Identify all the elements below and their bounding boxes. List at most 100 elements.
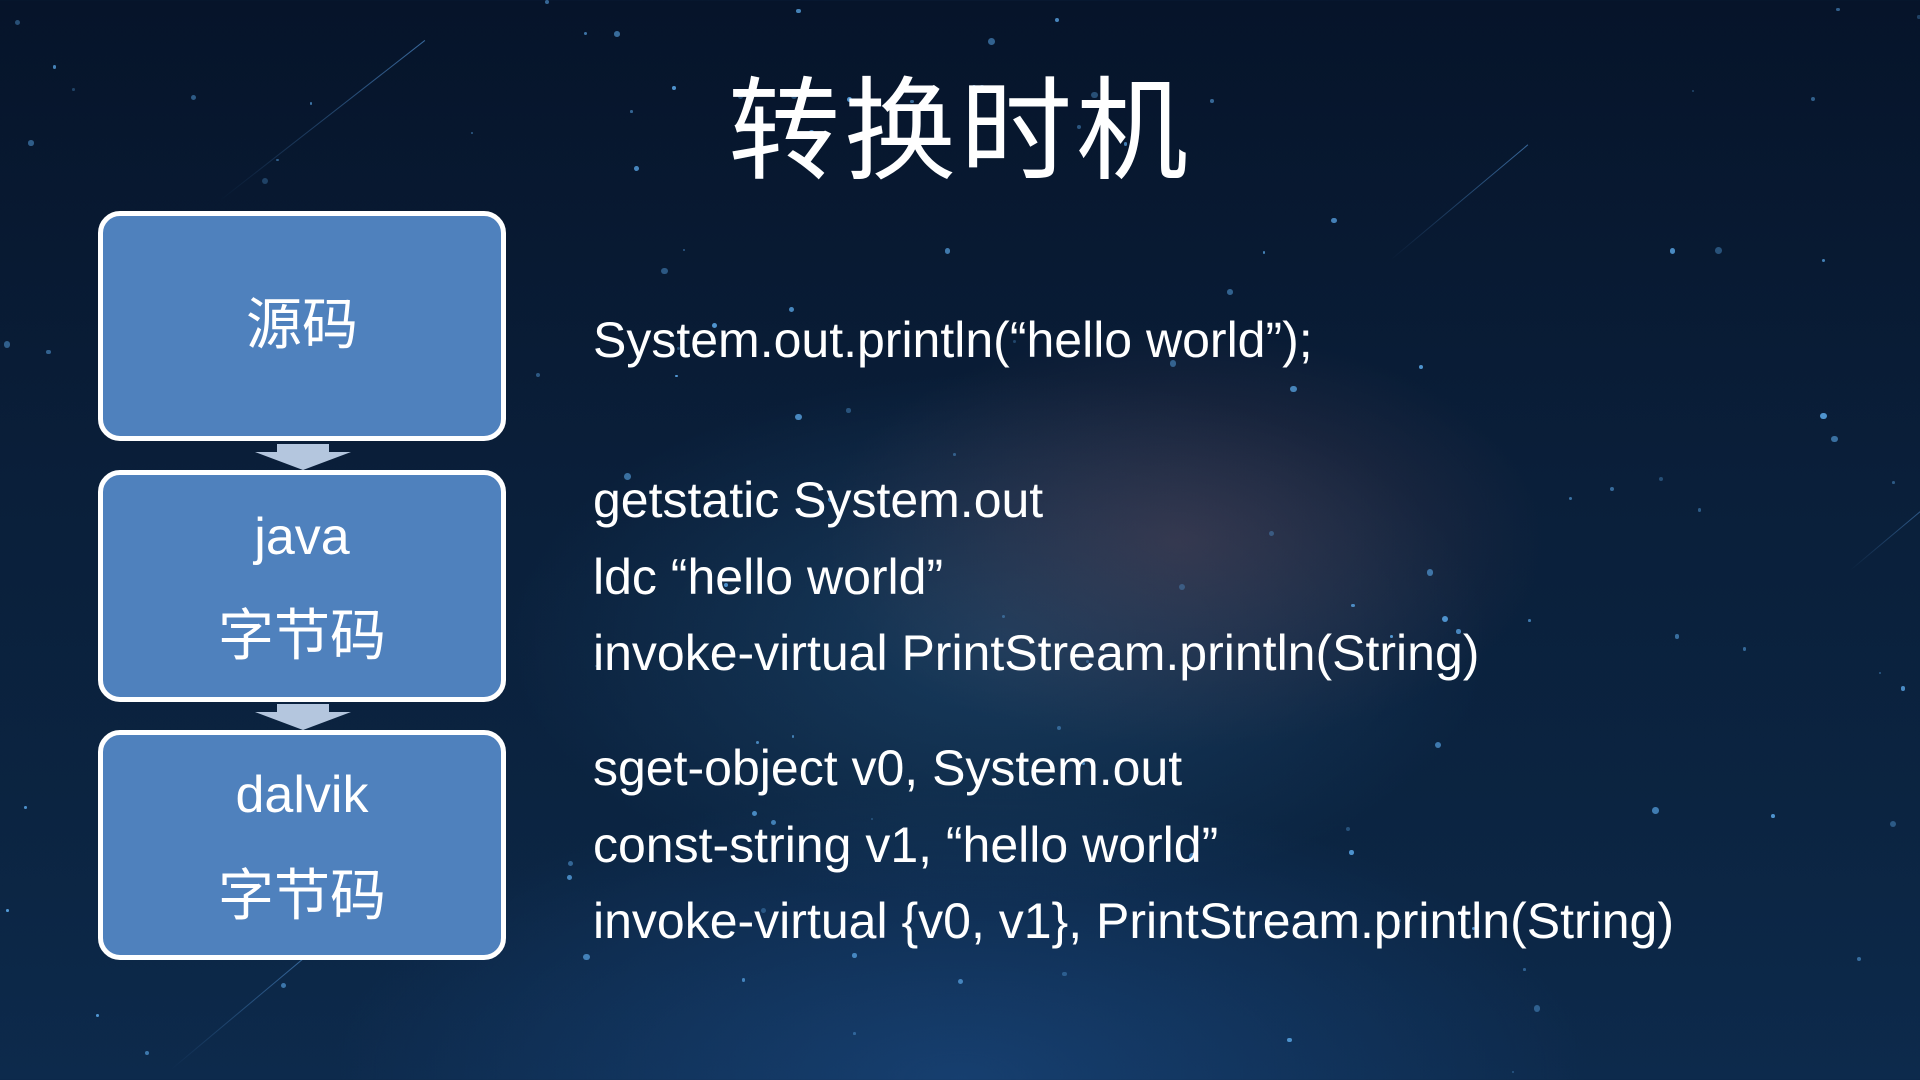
down-arrow-icon <box>255 704 351 730</box>
star-dot <box>1056 725 1061 730</box>
star-dot <box>71 88 75 92</box>
stage-label: java <box>254 508 350 566</box>
star-dot <box>846 408 851 413</box>
star-dot <box>1002 614 1006 619</box>
star-dot <box>46 349 52 355</box>
star-dot <box>310 102 313 105</box>
star-dot <box>568 860 574 867</box>
star-dot <box>1651 807 1659 814</box>
star-dot <box>1820 412 1827 420</box>
star-dot <box>1742 647 1747 651</box>
stage-box-dalvik-bytecode: dalvik 字节码 <box>98 730 506 960</box>
star-dot <box>1522 967 1526 971</box>
star-dot <box>1062 972 1067 977</box>
stage-label: dalvik <box>235 766 369 824</box>
star-dot <box>544 0 549 4</box>
star-dot <box>809 129 815 135</box>
star-dot <box>1268 530 1274 536</box>
star-dot <box>1088 133 1094 139</box>
star-dot <box>630 110 633 113</box>
star-dot <box>1169 360 1177 368</box>
star-dot <box>1691 89 1695 92</box>
star-dot <box>1471 927 1476 931</box>
star-dot <box>791 735 794 738</box>
code-line: invoke-virtual PrintStream.println(Strin… <box>593 625 1480 681</box>
star-dot <box>52 65 57 70</box>
star-dot <box>870 817 874 821</box>
star-dot <box>1715 247 1723 255</box>
star-dot <box>190 95 196 101</box>
star-dot <box>791 93 798 99</box>
stage-box-source: 源码 <box>98 211 506 441</box>
star-dot <box>828 497 834 503</box>
star-dot <box>788 307 794 313</box>
star-dot <box>24 806 28 809</box>
star-dot <box>1330 217 1337 224</box>
star-dot <box>1441 615 1449 622</box>
star-dot <box>979 84 984 89</box>
star-dot <box>795 414 802 421</box>
star-dot <box>582 953 590 961</box>
star-dot <box>1831 435 1838 443</box>
down-arrow-icon <box>255 444 351 470</box>
star-dot <box>1290 385 1297 393</box>
star-dot <box>741 978 746 982</box>
star-dot <box>276 158 279 162</box>
star-dot <box>1917 15 1920 19</box>
star-dot <box>1856 956 1862 962</box>
star-dot <box>1091 91 1098 99</box>
star-dot <box>1389 635 1393 639</box>
star-dot <box>944 248 951 254</box>
star-dot <box>1082 762 1085 765</box>
star-dot <box>737 94 743 100</box>
code-line: sget-object v0, System.out <box>593 740 1183 796</box>
star-dot <box>96 1014 99 1018</box>
code-line: ldc “hello world” <box>593 549 944 605</box>
star-dot <box>623 473 631 481</box>
star-dot <box>771 819 777 825</box>
star-dot <box>634 165 640 171</box>
star-dot <box>535 372 541 378</box>
star-dot <box>1188 853 1196 860</box>
star-dot <box>846 96 852 102</box>
star-dot <box>471 131 474 134</box>
star-dot <box>751 810 757 816</box>
star-dot <box>761 908 767 914</box>
star-dot <box>1085 659 1090 663</box>
star-dot <box>567 874 572 880</box>
star-dot <box>594 664 597 667</box>
code-line: System.out.println(“hello world”); <box>593 312 1313 368</box>
shooting-star <box>169 941 324 1071</box>
code-line: getstatic System.out <box>593 472 1044 528</box>
star-dot <box>1890 821 1897 828</box>
slide-title: 转换时机 <box>728 67 1192 197</box>
star-dot <box>1771 814 1775 819</box>
star-dot <box>972 84 977 90</box>
star-dot <box>1345 827 1350 832</box>
shooting-star <box>1849 492 1920 571</box>
star-dot <box>1892 481 1896 485</box>
star-dot <box>1836 7 1840 11</box>
star-dot <box>1287 1037 1292 1042</box>
star-dot <box>935 495 938 498</box>
star-dot <box>1426 569 1434 576</box>
star-dot <box>1697 508 1701 512</box>
star-dot <box>682 248 686 252</box>
star-dot <box>1568 496 1573 501</box>
star-dot <box>3 341 11 348</box>
star-dot <box>1511 1070 1515 1073</box>
stage-label: 字节码 <box>218 604 386 669</box>
star-dot <box>1658 476 1663 481</box>
star-dot <box>1349 850 1354 855</box>
star-dot <box>1123 142 1128 146</box>
code-line: invoke-virtual {v0, v1}, PrintStream.pri… <box>593 893 1674 949</box>
star-dot <box>724 583 729 588</box>
star-dot <box>28 140 34 146</box>
star-dot <box>1076 124 1082 130</box>
star-dot <box>1900 685 1906 691</box>
star-dot <box>1398 919 1402 922</box>
stage-box-java-bytecode: java 字节码 <box>98 470 506 702</box>
star-dot <box>1821 259 1825 263</box>
star-dot <box>1055 18 1060 23</box>
star-dot <box>1351 603 1355 608</box>
